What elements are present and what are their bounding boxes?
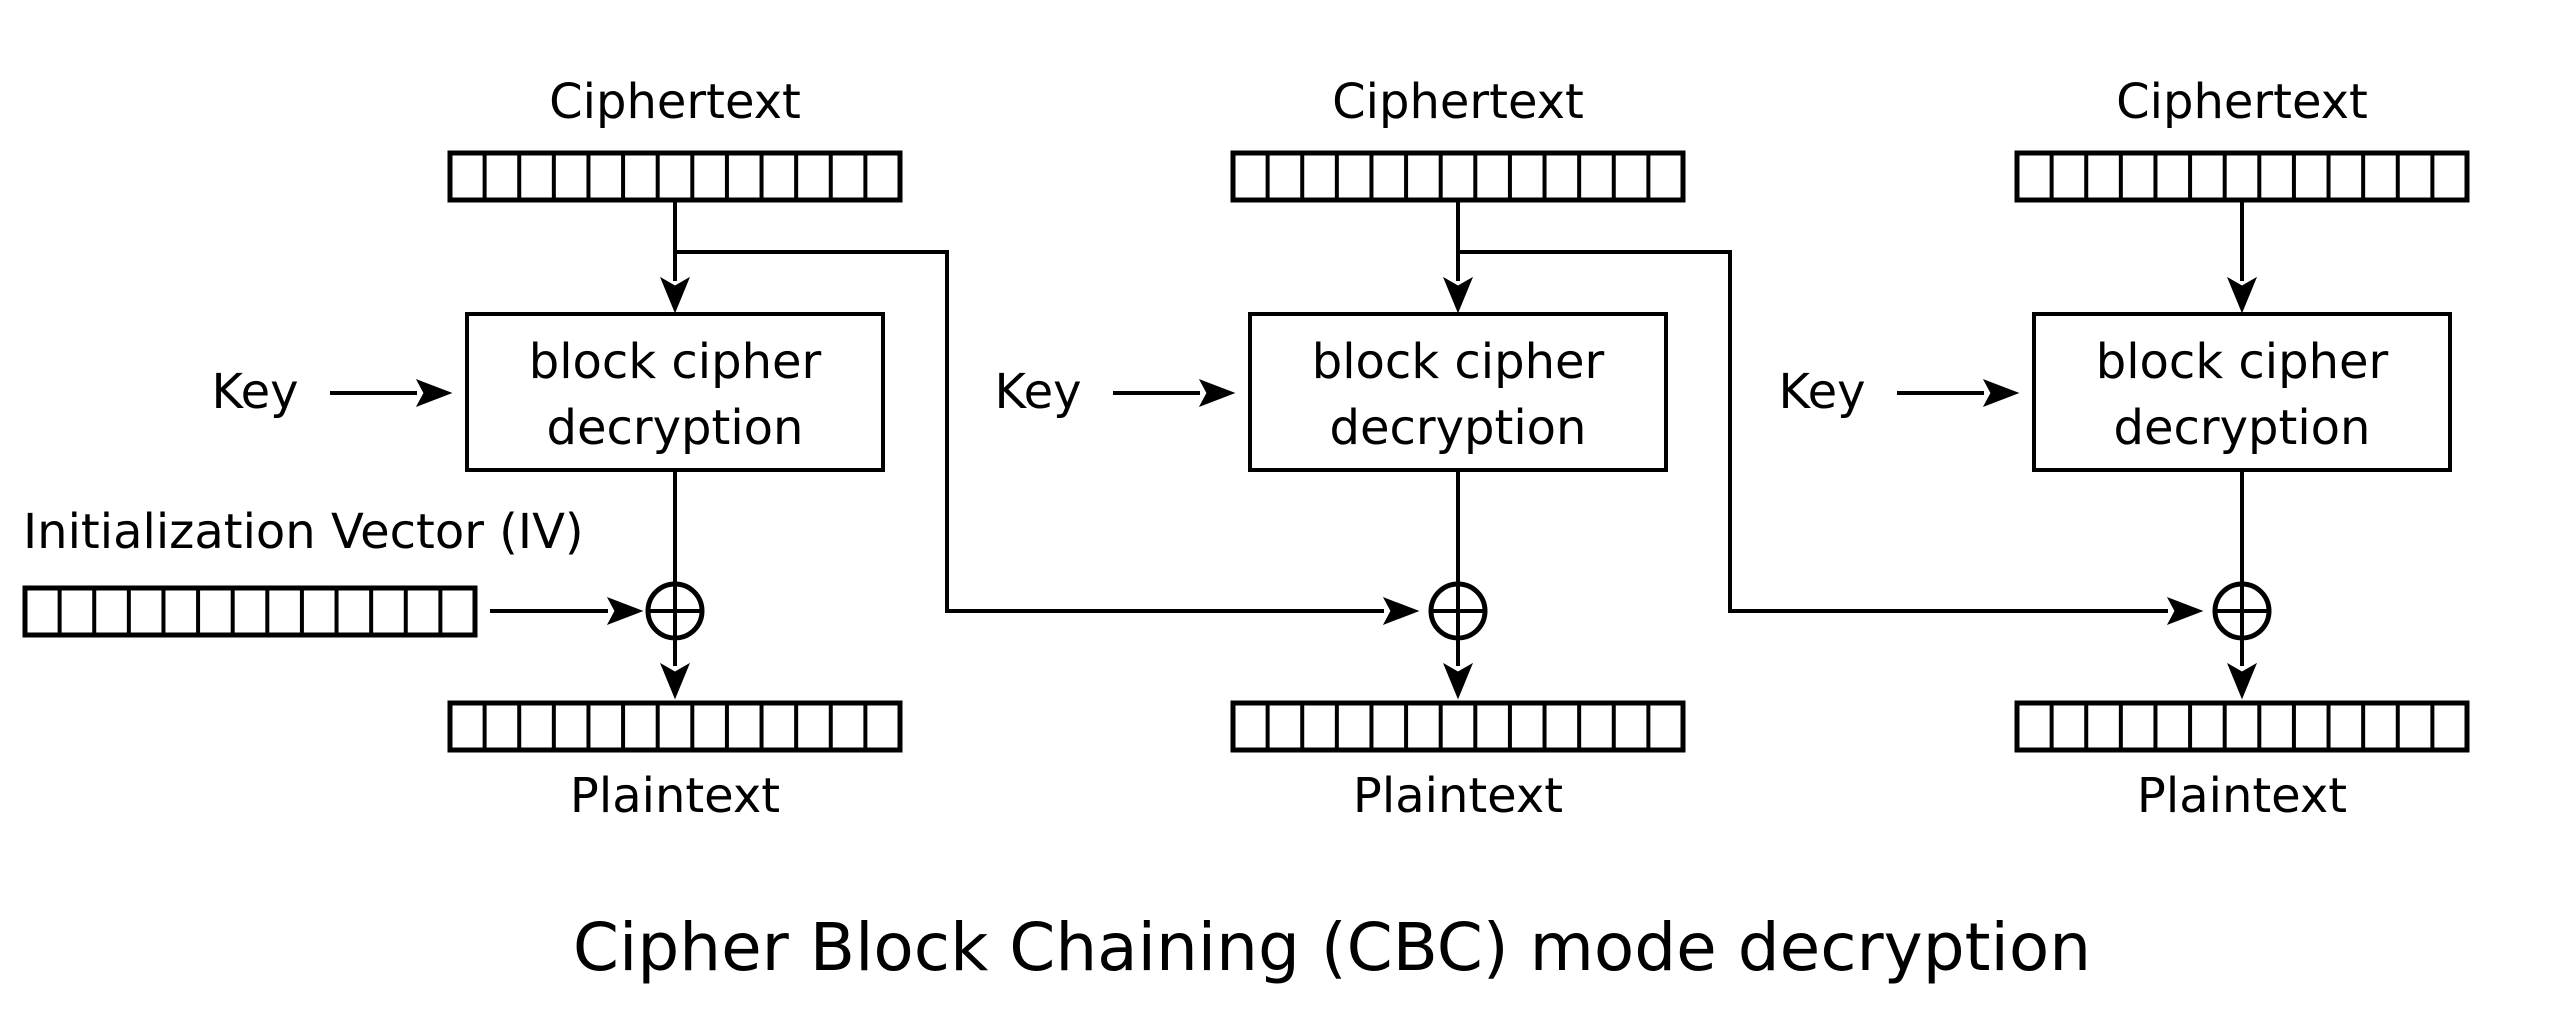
- bit-block-outline: [1230, 700, 1686, 753]
- ciphertext-to-box-arrow: [2226, 200, 2258, 314]
- iv-to-xor-arrow: [490, 597, 644, 625]
- box-label-line2: decryption: [1330, 400, 1587, 456]
- ciphertext-bit-block: [2014, 150, 2470, 203]
- ciphertext-label: Ciphertext: [2116, 74, 2368, 130]
- plaintext-label: Plaintext: [2137, 768, 2347, 824]
- xor-to-plaintext-arrow: [659, 638, 691, 700]
- ciphertext-to-box-arrow: [1442, 200, 1474, 314]
- box-label-line2: decryption: [547, 400, 804, 456]
- plaintext-label: Plaintext: [570, 768, 780, 824]
- ciphertext-label: Ciphertext: [549, 74, 801, 130]
- block-cipher-decryption-box: block cipher decryption: [465, 312, 885, 472]
- ciphertext-label: Ciphertext: [1332, 74, 1584, 130]
- ciphertext-bit-block: [447, 150, 903, 203]
- key-label: Key: [211, 364, 298, 420]
- cbc-column-2: Ciphertext Key block cipher decryption: [994, 74, 2204, 824]
- box-label-line1: block cipher: [529, 334, 822, 390]
- cbc-column-3: Ciphertext Key block cipher decryption: [1778, 74, 2470, 824]
- ciphertext-to-box-arrow: [659, 200, 691, 314]
- xor-node: [1428, 581, 1488, 641]
- bit-block-outline: [447, 700, 903, 753]
- key-label: Key: [1778, 364, 1865, 420]
- key-label: Key: [994, 364, 1081, 420]
- figure-caption: Cipher Block Chaining (CBC) mode decrypt…: [573, 909, 2091, 986]
- block-cipher-decryption-box: block cipher decryption: [1248, 312, 1668, 472]
- cbc-column-1: Ciphertext Key block cipher decryption: [211, 74, 1420, 824]
- plaintext-label: Plaintext: [1353, 768, 1563, 824]
- chain-line-to-next-xor: [1458, 250, 2204, 625]
- plaintext-bit-block: [1230, 700, 1686, 753]
- chain-line-to-next-xor: [675, 250, 1420, 625]
- box-label-line1: block cipher: [1312, 334, 1605, 390]
- plaintext-bit-block: [447, 700, 903, 753]
- box-label-line2: decryption: [2114, 400, 2371, 456]
- initialization-vector-group: Initialization Vector (IV): [22, 504, 644, 638]
- bit-block-outline: [2014, 700, 2470, 753]
- xor-to-plaintext-arrow: [2226, 638, 2258, 700]
- box-label-line1: block cipher: [2096, 334, 2389, 390]
- plaintext-bit-block: [2014, 700, 2470, 753]
- xor-node: [645, 581, 705, 641]
- key-arrow: [1113, 379, 1236, 407]
- ciphertext-bit-block: [1230, 150, 1686, 203]
- iv-label: Initialization Vector (IV): [23, 504, 584, 560]
- block-cipher-decryption-box: block cipher decryption: [2032, 312, 2452, 472]
- iv-bit-block: [22, 585, 478, 638]
- key-arrow: [1897, 379, 2020, 407]
- xor-to-plaintext-arrow: [1442, 638, 1474, 700]
- key-arrow: [330, 379, 453, 407]
- xor-node: [2212, 581, 2272, 641]
- bit-block-outline: [22, 585, 478, 638]
